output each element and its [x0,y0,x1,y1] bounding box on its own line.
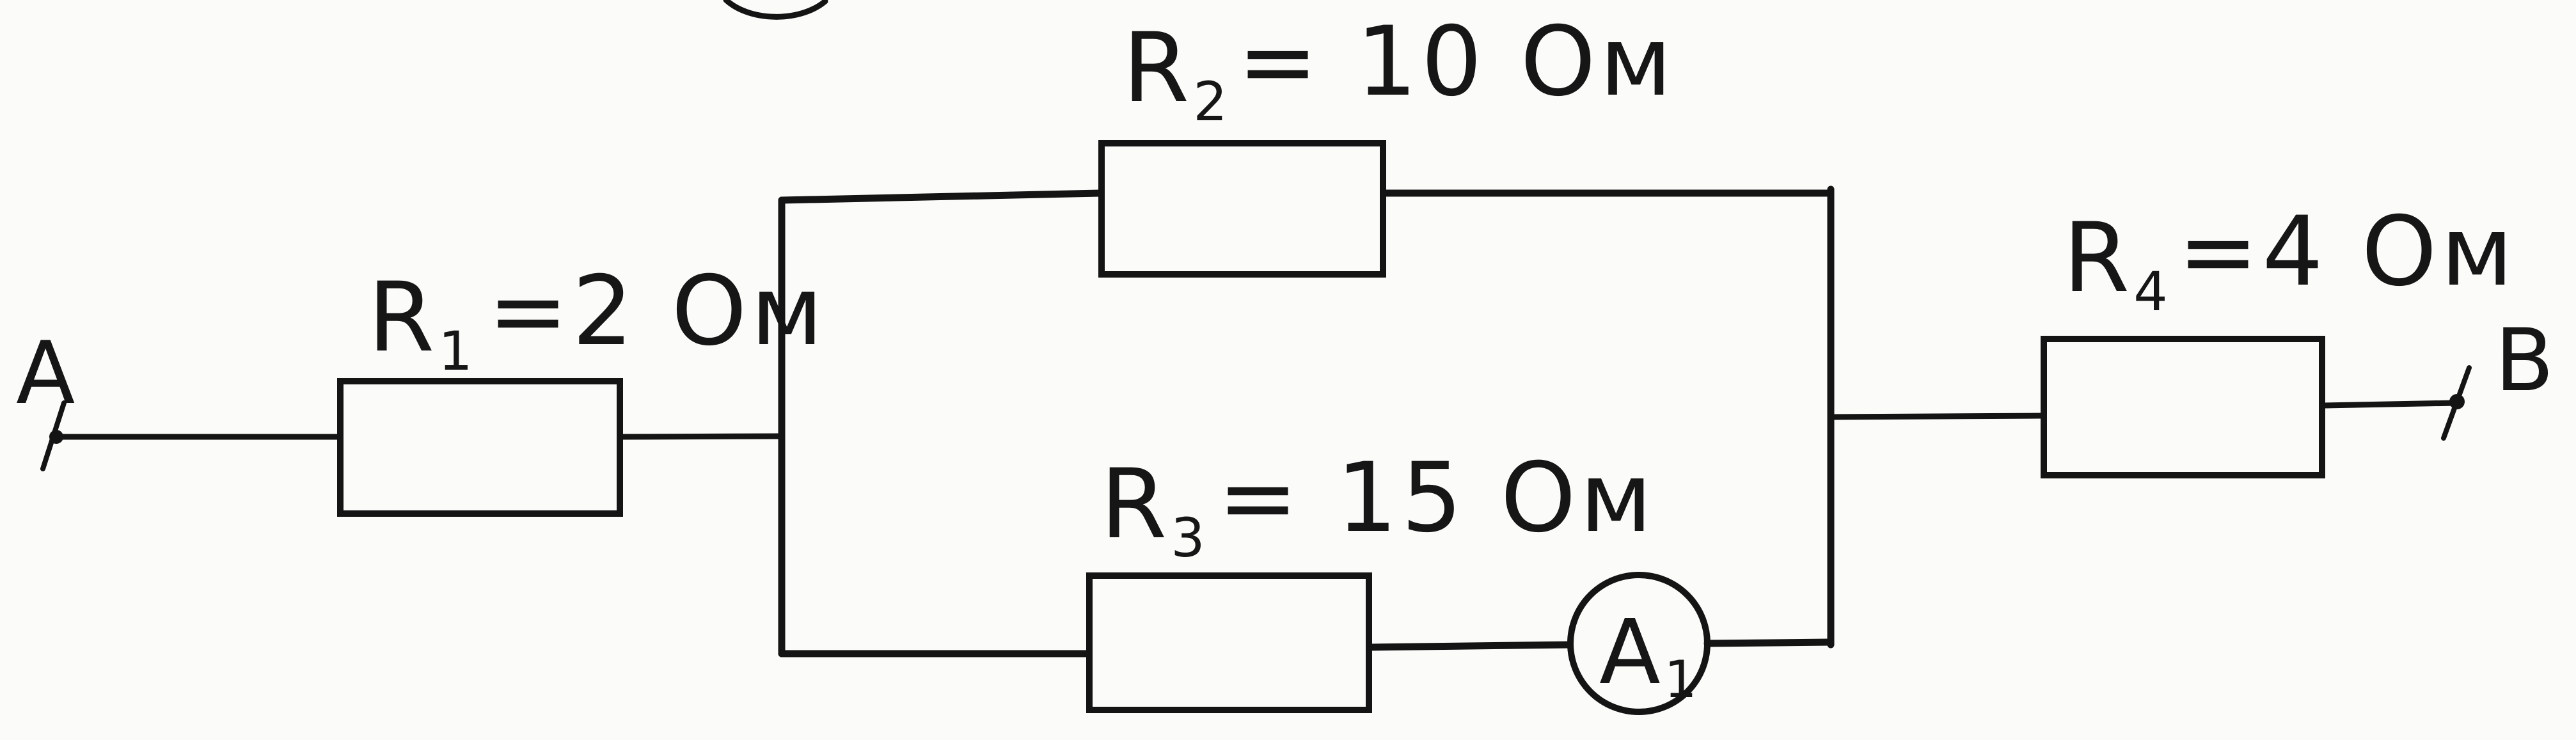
label-r4: R4=4 Ом [2063,196,2517,323]
top-branch-wire-left [778,189,1104,204]
svg-text:A1: A1 [1599,601,1701,709]
r2-label-base: R [1123,13,1193,124]
ammeter-label-sub: 1 [1664,650,1701,709]
r4-label-value: =4 Ом [2178,196,2517,308]
svg-text:R2= 10 Ом: R2= 10 Ом [1123,6,1676,133]
r4-label-sub: 4 [2133,260,2171,323]
r4-label-base: R [2063,203,2133,314]
cropped-circle-mark [723,0,828,20]
svg-text:R1=2 Ом: R1=2 Ом [368,256,827,382]
resistor-r3 [1086,572,1372,713]
resistor-r1 [337,378,623,517]
r1-label-sub: 1 [438,320,476,382]
label-r3: R3= 15 Ом [1100,443,1656,569]
terminal-a-label: A [16,323,79,423]
ammeter-label-base: A [1599,601,1664,705]
r1-label-value: =2 Ом [488,256,827,367]
terminal-b-dot [2449,394,2465,409]
terminal-b: B [2441,310,2558,441]
bottom-branch-wire-right [1703,638,1835,647]
r2-label-sub: 2 [1193,70,1231,133]
wire-r4-b [2321,400,2460,409]
resistor-r2 [1098,140,1386,278]
r3-label-sub: 3 [1171,507,1208,569]
r3-label-base: R [1100,449,1171,560]
bottom-branch-wire-mid [1367,641,1574,651]
ammeter-a1: A1 [1567,572,1711,715]
resistor-r4 [2041,336,2325,478]
r2-label-value: = 10 Ом [1238,6,1676,118]
svg-text:R3= 15 Ом: R3= 15 Ом [1100,443,1656,569]
label-r1: R1=2 Ом [368,256,827,382]
r3-label-value: = 15 Ом [1218,443,1656,554]
svg-text:R4=4 Ом: R4=4 Ом [2063,196,2517,323]
wire-r1-junction [619,433,782,440]
wire-junction-r4 [1830,413,2045,420]
label-r2: R2= 10 Ом [1123,6,1676,133]
r1-label-base: R [368,262,438,374]
terminal-a: A [16,323,79,471]
terminal-b-label: B [2495,310,2558,411]
